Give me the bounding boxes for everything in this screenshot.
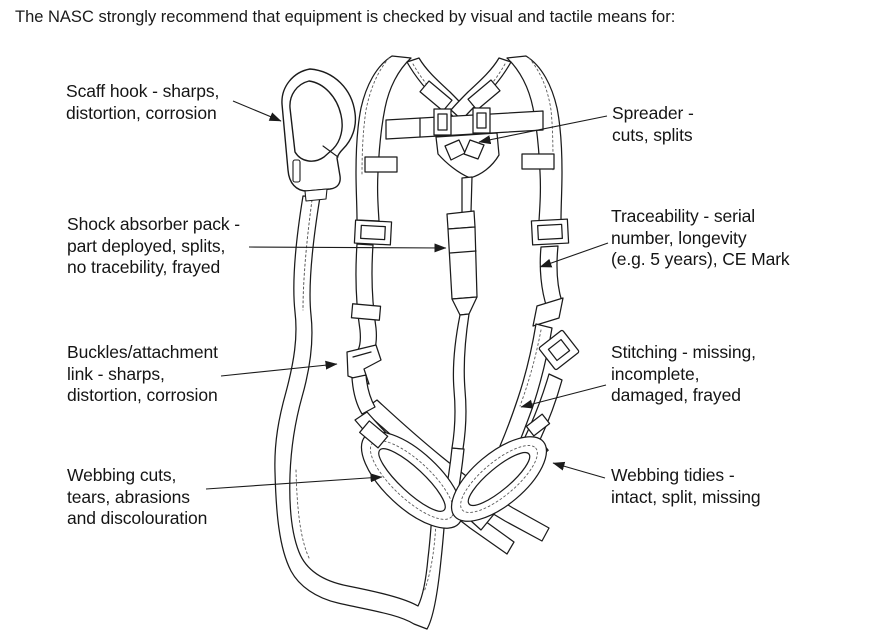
callout-buckles: Buckles/attachment link - sharps, distor…: [67, 342, 218, 407]
callout-line: and discolouration: [67, 508, 208, 528]
callout-line: number, longevity: [611, 227, 747, 248]
leader-shock-absorber: [248, 243, 447, 253]
scaff-hook: [281, 68, 357, 202]
callout-webbing-tidies: Webbing tidies - intact, split, missing: [611, 465, 761, 508]
callout-spreader: Spreader - cuts, splits: [612, 103, 694, 146]
callout-line: cuts, splits: [612, 124, 693, 145]
callout-stitching: Stitching - missing, incomplete, damaged…: [611, 342, 756, 407]
callout-line: incomplete,: [611, 363, 700, 384]
callout-webbing-cuts: Webbing cuts, tears, abrasions and disco…: [67, 465, 207, 530]
callout-line: intact, split, missing: [611, 486, 761, 507]
callout-line: part deployed, splits,: [67, 235, 226, 256]
callout-line: Webbing tidies -: [611, 465, 735, 485]
leader-buckles: [220, 360, 338, 377]
leader-stitching: [520, 384, 607, 409]
leg-loop-right: [450, 436, 548, 522]
side-buckle-right: [530, 218, 570, 246]
page-title: The NASC strongly recommend that equipme…: [15, 8, 676, 26]
callout-line: Spreader -: [612, 103, 694, 123]
callout-line: tears, abrasions: [67, 486, 190, 507]
shock-absorber-pack: [446, 210, 478, 450]
side-buckle-left: [353, 219, 393, 246]
callout-line: distortion, corrosion: [66, 102, 217, 123]
callout-shock-absorber: Shock absorber pack - part deployed, spl…: [67, 214, 240, 279]
leg-loop-left: [359, 420, 464, 529]
spreader-plate: [435, 132, 500, 214]
chest-buckle-right: [472, 107, 491, 134]
callout-line: damaged, frayed: [611, 385, 741, 405]
callout-line: Shock absorber pack -: [67, 214, 240, 234]
callout-line: Stitching - missing,: [611, 342, 756, 362]
shoulder-straps: [353, 55, 570, 246]
callout-line: (e.g. 5 years), CE Mark: [611, 249, 790, 269]
callout-line: Traceability - serial: [611, 206, 756, 226]
callout-scaff-hook: Scaff hook - sharps, distortion, corrosi…: [66, 81, 219, 124]
webbing-tidy-upper: [525, 413, 551, 437]
left-side-strap: [346, 243, 382, 415]
callout-line: Scaff hook - sharps,: [66, 81, 220, 101]
right-side-strap: [499, 245, 580, 467]
leader-spreader: [478, 115, 608, 145]
attachment-link: [346, 344, 382, 385]
callout-traceability: Traceability - serial number, longevity …: [611, 206, 790, 271]
leader-scaff-hook: [232, 100, 282, 122]
callout-line: no tracebility, frayed: [67, 257, 221, 277]
callout-line: distortion, corrosion: [67, 385, 218, 405]
leader-traceability: [539, 242, 609, 268]
leader-webbing-tidies: [552, 461, 606, 479]
callout-line: Webbing cuts,: [67, 465, 177, 485]
chest-strap: [385, 107, 544, 140]
callout-line: link - sharps,: [67, 363, 165, 384]
diamond-keeper: [538, 329, 580, 371]
leader-webbing-cuts: [205, 473, 383, 490]
chest-buckle-left: [433, 108, 452, 136]
callout-line: Buckles/attachment: [67, 342, 218, 362]
